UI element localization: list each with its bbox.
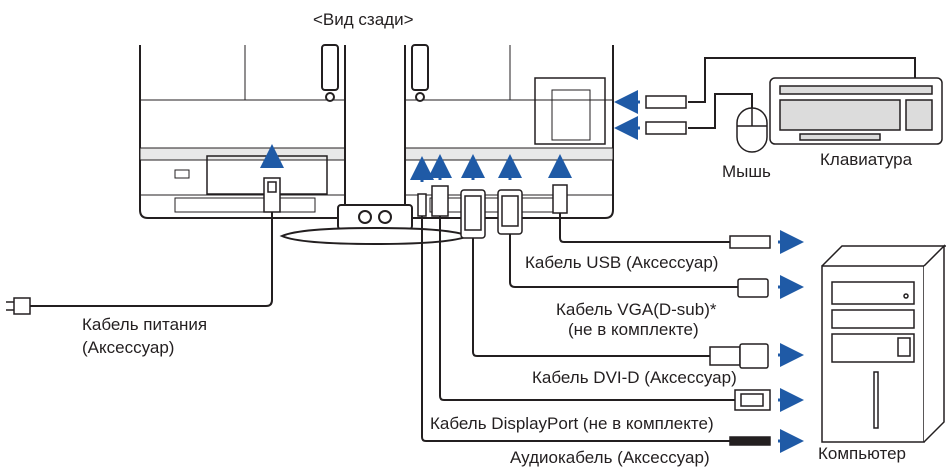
connection-arrows [260, 90, 804, 453]
displayport-cable-label: Кабель DisplayPort (не в комплекте) [430, 414, 714, 433]
power-cable-sublabel: (Аксессуар) [82, 338, 175, 357]
usb-plug-end-icon [729, 235, 771, 249]
usb-mouse-plug-icon [645, 121, 687, 135]
vga-cable-label: Кабель VGA(D-sub)* [556, 300, 717, 319]
power-cable-label: Кабель питания [82, 315, 208, 334]
displayport-plug-icon [431, 185, 449, 217]
vga-cable-sublabel: (не в комплекте) [568, 320, 699, 339]
usb-plug-icon [552, 184, 568, 214]
computer-icon [821, 244, 946, 443]
mouse-label: Мышь [722, 162, 771, 181]
diagram-title: <Вид сзади> [313, 10, 414, 29]
mouse-icon [736, 107, 768, 153]
cable-lines [30, 57, 916, 442]
usb-cable-label: Кабель USB (Аксессуар) [525, 253, 719, 272]
computer-label: Компьютер [818, 444, 906, 463]
audio-plug-icon [417, 193, 427, 217]
audio-plug-end-icon [729, 436, 771, 446]
dvi-cable-label: Кабель DVI-D (Аксессуар) [532, 368, 737, 387]
audio-cable-label: Аудиокабель (Аксессуар) [510, 448, 710, 467]
vga-plug-end-icon [737, 278, 769, 298]
usb-keyboard-plug-icon [645, 95, 687, 109]
cable-connectors [6, 95, 771, 446]
power-plug-end-icon [13, 297, 31, 315]
keyboard-label: Клавиатура [820, 150, 913, 169]
keyboard-icon [769, 77, 943, 145]
dvi-plug-end-icon [709, 346, 741, 366]
